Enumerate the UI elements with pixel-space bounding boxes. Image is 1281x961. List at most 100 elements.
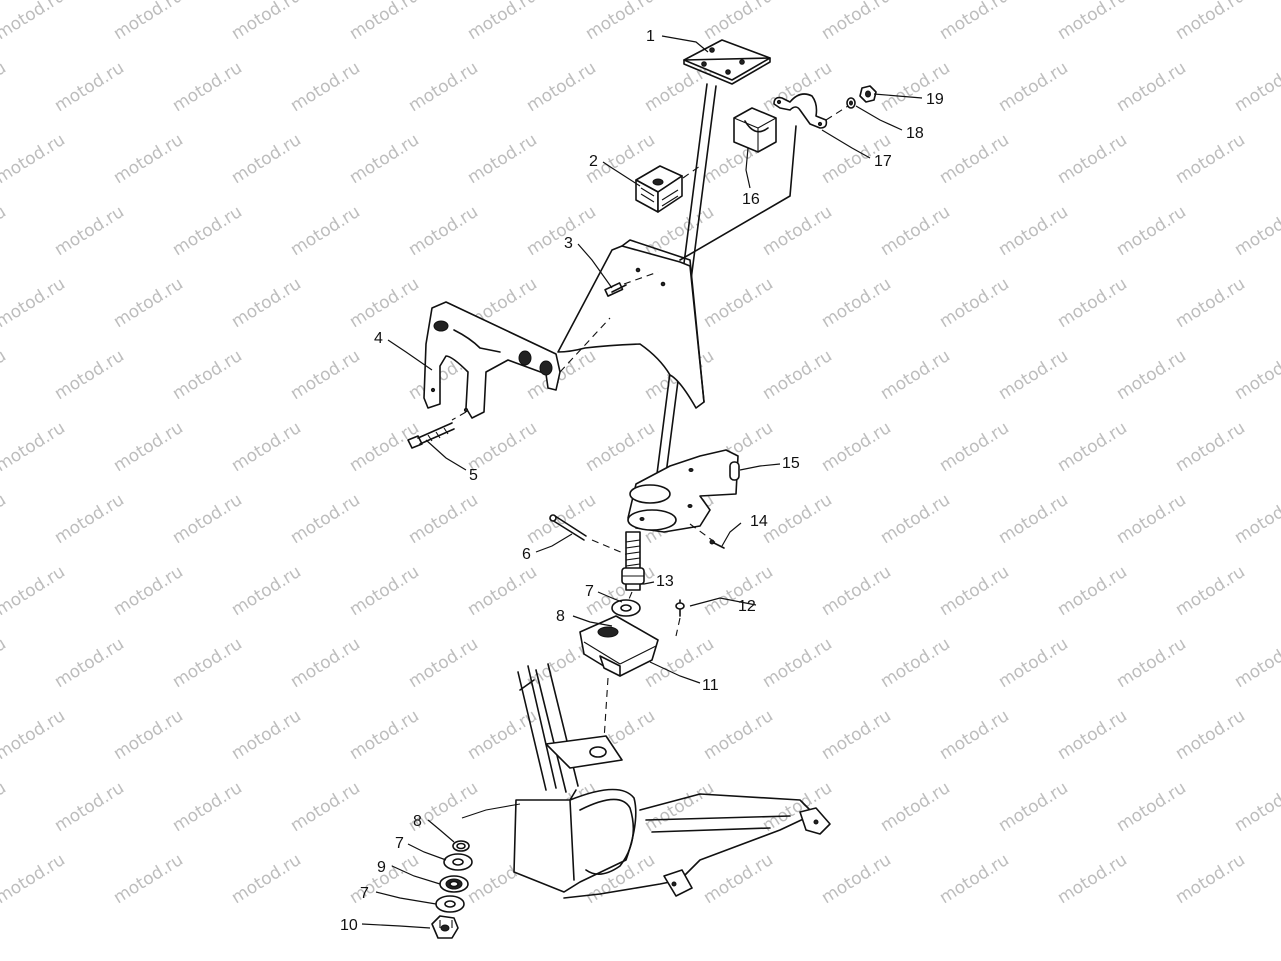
watermark-text: motod.ru — [0, 634, 10, 692]
part-bracket-plate — [557, 239, 705, 409]
watermark-text: motod.ru — [464, 0, 541, 44]
watermark-text: motod.ru — [287, 58, 364, 116]
watermark-text: motod.ru — [936, 274, 1013, 332]
part-14-pin — [709, 539, 725, 549]
watermark-text: motod.ru — [1231, 202, 1281, 260]
watermark-text: motod.ru — [1113, 490, 1190, 548]
callout-7-lower-1: 7 — [395, 835, 404, 852]
part-9-bearing — [439, 875, 469, 893]
watermark-text: motod.ru — [1172, 850, 1249, 908]
watermark-text: motod.ru — [582, 418, 659, 476]
watermark-text: motod.ru — [700, 274, 777, 332]
part-arm-assembly — [627, 449, 740, 547]
callout-17: 17 — [874, 153, 892, 170]
watermark-text: motod.ru — [1113, 346, 1190, 404]
watermark-text: motod.ru — [0, 706, 69, 764]
watermark-layer: motod.ru motod.ru motod.ru motod.ru motod.ru… — [0, 0, 1281, 908]
watermark-text: motod.ru — [405, 202, 482, 260]
watermark-text: motod.ru — [110, 850, 187, 908]
watermark-text: motod.ru — [1113, 202, 1190, 260]
watermark-text: motod.ru — [936, 130, 1013, 188]
watermark-text: motod.ru — [110, 130, 187, 188]
callout-8-lower: 8 — [413, 813, 422, 830]
part-7-washer-lower-1 — [443, 853, 473, 871]
watermark-text: motod.ru — [228, 562, 305, 620]
watermark-text: motod.ru — [346, 130, 423, 188]
watermark-text: motod.ru — [818, 0, 895, 44]
callout-16: 16 — [742, 191, 760, 208]
callout-4: 4 — [374, 330, 383, 347]
callout-3: 3 — [564, 235, 573, 252]
watermark-text: motod.ru — [346, 274, 423, 332]
callout-10: 10 — [340, 917, 358, 934]
watermark-text: motod.ru — [700, 706, 777, 764]
part-19-nut — [859, 85, 877, 103]
watermark-text: motod.ru — [1231, 490, 1281, 548]
watermark-text: motod.ru — [1231, 778, 1281, 836]
watermark-text: motod.ru — [700, 0, 777, 44]
callout-13: 13 — [656, 573, 674, 590]
watermark-text: motod.ru — [1054, 130, 1131, 188]
watermark-text: motod.ru — [0, 346, 10, 404]
callout-8-upper: 8 — [556, 608, 565, 625]
watermark-text: motod.ru — [169, 778, 246, 836]
watermark-text: motod.ru — [169, 634, 246, 692]
callout-6: 6 — [522, 546, 531, 563]
watermark-text: motod.ru — [1231, 58, 1281, 116]
watermark-text: motod.ru — [700, 850, 777, 908]
part-lower-frame — [461, 663, 831, 899]
watermark-text: motod.ru — [995, 778, 1072, 836]
watermark-text: motod.ru — [818, 562, 895, 620]
callout-labels: 1 2 3 4 5 6 7 8 13 12 11 14 15 16 17 18 … — [340, 28, 944, 934]
watermark-text: motod.ru — [464, 562, 541, 620]
watermark-text: motod.ru — [523, 58, 600, 116]
watermark-text: motod.ru — [877, 490, 954, 548]
callout-12: 12 — [738, 598, 756, 615]
watermark-text: motod.ru — [1113, 778, 1190, 836]
watermark-text: motod.ru — [110, 0, 187, 44]
watermark-text: motod.ru — [346, 706, 423, 764]
watermark-text: motod.ru — [0, 130, 69, 188]
watermark-text: motod.ru — [523, 202, 600, 260]
callout-2: 2 — [589, 153, 598, 170]
watermark-text: motod.ru — [464, 130, 541, 188]
part-17-clamp — [679, 93, 828, 261]
watermark-text: motod.ru — [1113, 634, 1190, 692]
part-16-saddle-block — [733, 107, 777, 153]
watermark-text: motod.ru — [759, 202, 836, 260]
watermark-text: motod.ru — [346, 562, 423, 620]
watermark-text: motod.ru — [877, 202, 954, 260]
watermark-text: motod.ru — [1054, 706, 1131, 764]
watermark-text: motod.ru — [0, 202, 10, 260]
part-11-pivot-block — [579, 615, 659, 741]
watermark-text: motod.ru — [287, 490, 364, 548]
watermark-text: motod.ru — [110, 706, 187, 764]
watermark-text: motod.ru — [464, 706, 541, 764]
callout-9: 9 — [377, 859, 386, 876]
part-8-oring-lower — [452, 840, 470, 852]
watermark-text: motod.ru — [169, 202, 246, 260]
watermark-text: motod.ru — [0, 58, 10, 116]
watermark-text: motod.ru — [287, 778, 364, 836]
watermark-text: motod.ru — [1172, 130, 1249, 188]
watermark-text: motod.ru — [287, 346, 364, 404]
callout-19: 19 — [926, 91, 944, 108]
callout-11: 11 — [702, 677, 719, 694]
watermark-text: motod.ru — [995, 634, 1072, 692]
watermark-text: motod.ru — [169, 58, 246, 116]
callout-7-upper: 7 — [585, 583, 594, 600]
watermark-text: motod.ru — [405, 490, 482, 548]
watermark-text: motod.ru — [995, 346, 1072, 404]
part-5-bolt — [407, 422, 455, 449]
watermark-text: motod.ru — [1231, 634, 1281, 692]
watermark-text: motod.ru — [169, 346, 246, 404]
watermark-text: motod.ru — [995, 202, 1072, 260]
watermark-text: motod.ru — [818, 274, 895, 332]
leader-lines — [361, 35, 923, 929]
part-3-screw — [604, 271, 659, 297]
part-7-washer-lower-2 — [435, 895, 465, 913]
watermark-text: motod.ru — [1054, 274, 1131, 332]
callout-5: 5 — [469, 467, 478, 484]
watermark-text: motod.ru — [1054, 0, 1131, 44]
watermark-text: motod.ru — [0, 0, 69, 44]
